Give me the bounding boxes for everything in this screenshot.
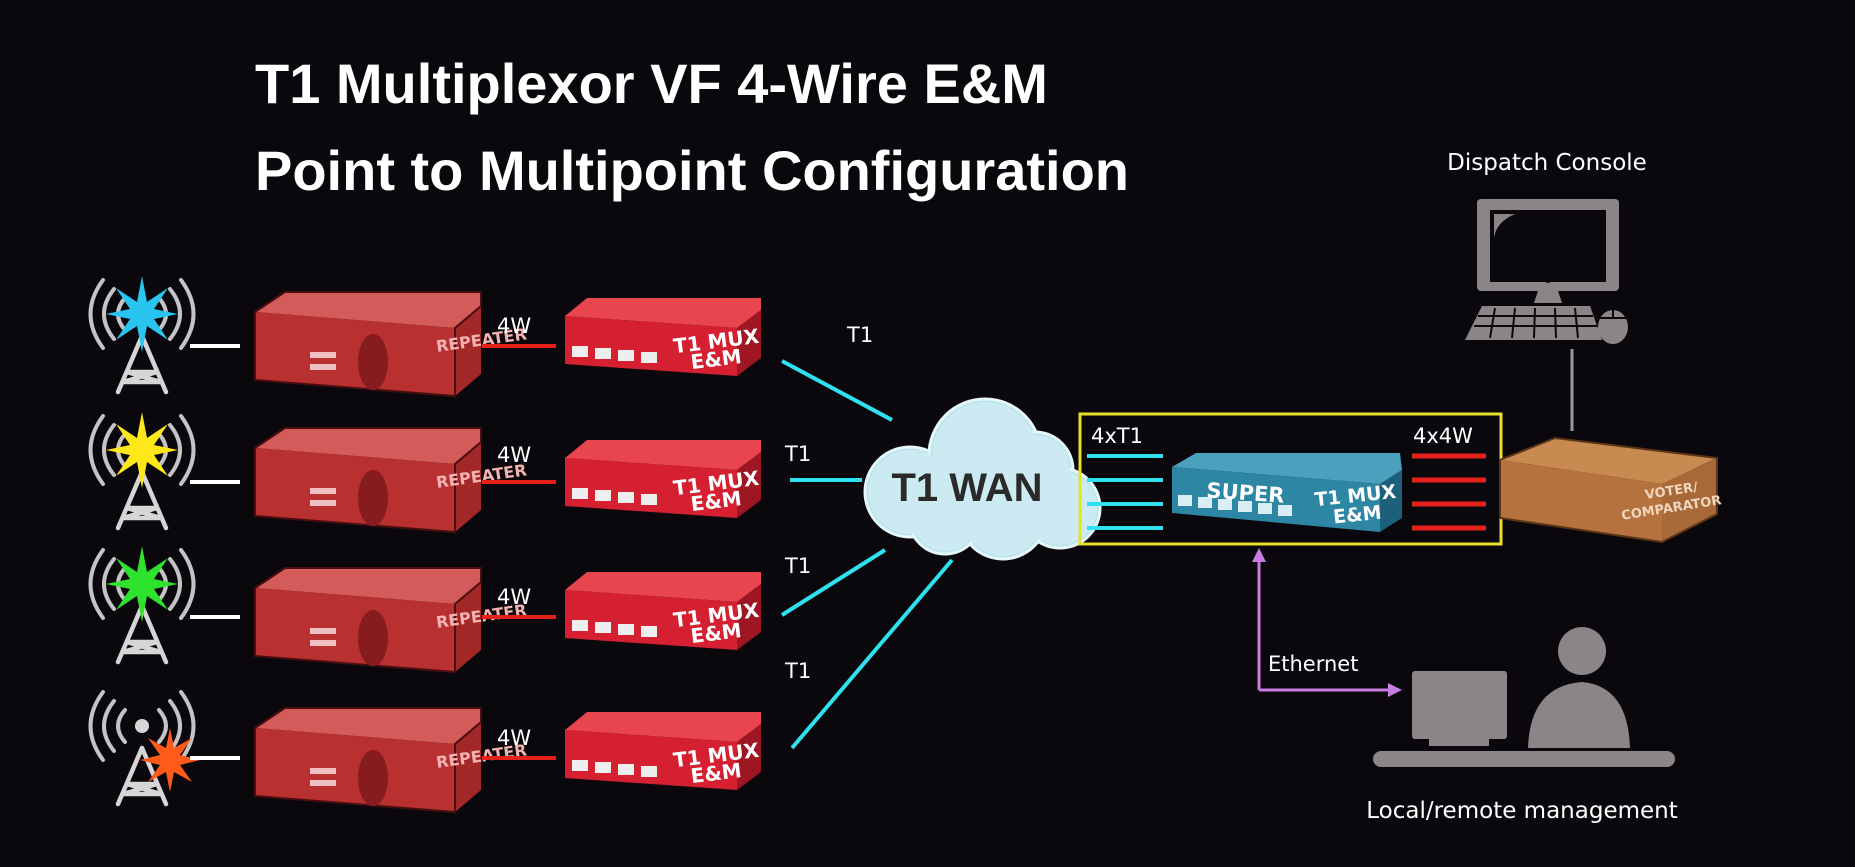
dispatch-label: Dispatch Console [1447,150,1647,176]
site-3: REPEATER 4W T1 MUX E&M T1 [91,546,887,673]
person-at-desk-icon [1373,627,1675,767]
ethernet-label: Ethernet [1268,652,1358,676]
t1-label-2: T1 [784,442,811,466]
fourwire-label-2: 4W [497,443,531,467]
title-line-2: Point to Multipoint Configuration [255,139,1129,202]
fourwire-label-1: 4W [497,314,531,338]
beacon-3 [106,546,178,622]
wan-label: T1 WAN [891,466,1042,510]
beacon-4 [140,728,200,792]
site-4: REPEATER 4W T1 MUX E&M T1 [91,558,954,813]
hub-box: 4xT1 4x4W SUPER T1 MUX E& [1078,412,1503,546]
computer-icon [1465,199,1628,344]
t1-label-3: T1 [784,554,811,578]
site-2: REPEATER 4W T1 MUX E&M T1 [91,412,862,533]
ethernet-link [1252,548,1402,697]
hub-fourwire-label: 4x4W [1413,424,1473,448]
beacon-2 [106,412,178,488]
hub-mux-label-b: E&M [1332,502,1383,529]
hub-t1-label: 4xT1 [1091,424,1143,448]
t1-label-1: T1 [846,323,873,347]
fourwire-label-4: 4W [497,726,531,750]
title-line-1: T1 Multiplexor VF 4-Wire E&M [255,52,1048,115]
super-t1-mux [1172,453,1402,532]
cloud-icon [863,397,1102,561]
voter-comparator [1499,436,1718,544]
site-1: REPEATER 4W T1 MUX E&M T1 [91,276,893,422]
super-label: SUPER [1206,478,1286,507]
beacon-1 [106,276,178,352]
fourwire-label-3: 4W [497,585,531,609]
management-label: Local/remote management [1366,798,1678,824]
t1-label-4: T1 [784,659,811,683]
